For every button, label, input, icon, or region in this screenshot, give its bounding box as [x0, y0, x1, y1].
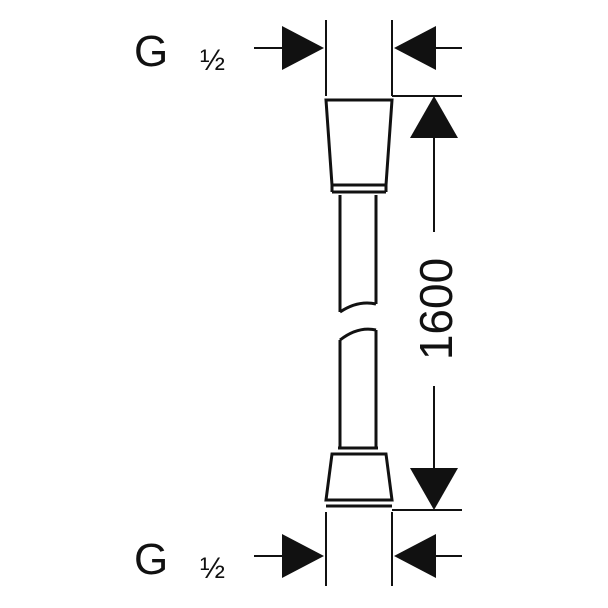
length-arrow-up-icon	[410, 96, 458, 138]
bottom-fitting	[324, 452, 394, 502]
bottom-right-arrow-icon	[394, 534, 436, 578]
top-fitting	[324, 98, 394, 187]
hose-lower-segment	[338, 327, 378, 448]
hose-upper-segment	[338, 195, 378, 314]
top-thread-letter: G	[134, 27, 168, 76]
top-right-arrow-icon	[394, 26, 436, 70]
top-left-arrow-icon	[282, 26, 324, 70]
top-thread-size: ½	[200, 44, 225, 77]
bottom-left-arrow-icon	[282, 534, 324, 578]
bottom-thread-size: ½	[200, 552, 225, 585]
bottom-thread-letter: G	[134, 535, 168, 584]
length-label: 1600	[410, 258, 462, 360]
length-arrow-down-icon	[410, 468, 458, 510]
